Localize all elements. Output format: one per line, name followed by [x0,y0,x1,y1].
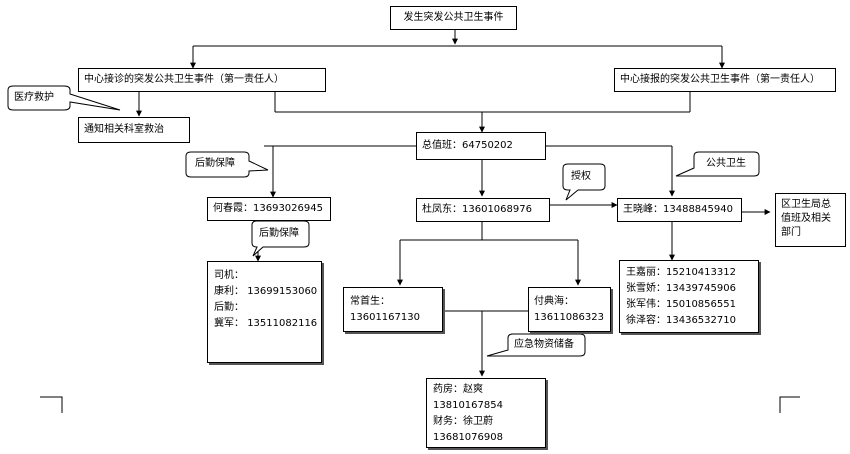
fu-phone: 13611086323 [534,312,604,323]
du-fengdong-box: 杜凤东： 13601068976 [416,198,550,222]
top-event-label: 发生突发公共卫生事件 [403,12,504,23]
pharmacy-line-2: 13810167854 [433,400,503,411]
wang-xiaofeng-box: 王晓峰： 13488845940 [617,198,742,222]
chang-name: 常首生： [350,296,390,307]
logistics-callout-1: 后勤保障 [195,158,235,169]
pharmacy-line-3: 财务：徐卫蔚 [433,416,493,427]
notify-departments-label: 通知相关科室救治 [84,124,164,135]
medical-callout: 医疗救护 [14,92,54,103]
team-member: 徐泽容：13436532710 [626,315,736,326]
top-event-box: 发生突发公共卫生事件 [390,6,517,30]
right-event-box: 中心接报的突发公共卫生事件（第一责任人） [614,68,836,92]
public-health-callout: 公共卫生 [706,158,746,169]
team-member: 王嘉丽：15210413312 [626,267,736,278]
left-event-box: 中心接诊的突发公共卫生事件（第一责任人） [78,68,326,92]
authorize-callout: 授权 [571,171,591,182]
team-member: 张军伟：15010856551 [626,299,736,310]
drivers-line-4: 冀军： 13511082116 [214,318,318,329]
team-member: 张雪娇：13439745906 [626,283,736,294]
wang-phone: 13488845940 [663,204,733,215]
right-event-label: 中心接报的突发公共卫生事件（第一责任人） [620,74,820,85]
chang-phone: 13601167130 [350,312,420,323]
he-name: 何春霞： [213,203,253,214]
fu-dianhai-box: 付典海： 13611086323 [528,287,611,332]
he-chunxia-box: 何春霞： 13693026945 [207,197,331,221]
he-phone: 13693026945 [253,203,323,214]
drivers-logistics-box: 司机： 康利： 13699153060 后勤： 冀军： 13511082116 [207,261,322,363]
district-label: 区卫生局总值班及相关部门 [781,199,831,238]
logistics-callout-2: 后勤保障 [259,228,299,239]
duty-box: 总值班： 64750202 [416,132,546,160]
drivers-line-2: 康利： 13699153060 [214,286,318,297]
wang-name: 王晓峰： [623,204,663,215]
du-name: 杜凤东： [422,204,462,215]
notify-departments-box: 通知相关科室救治 [78,117,190,143]
drivers-line-3: 后勤： [214,302,244,313]
chang-shousheng-box: 常首生： 13601167130 [343,287,443,332]
pharmacy-line-4: 13681076908 [433,432,503,443]
drivers-line-1: 司机： [214,270,244,281]
pharmacy-finance-box: 药房：赵爽 13810167854 财务：徐卫蔚 13681076908 [426,378,546,448]
du-phone: 13601068976 [462,204,532,215]
fu-name: 付典海： [534,296,574,307]
public-health-team-box: 王嘉丽：15210413312 张雪娇：13439745906 张军伟：1501… [619,260,759,333]
duty-label: 总值班： [422,140,462,151]
left-event-label: 中心接诊的突发公共卫生事件（第一责任人） [84,74,284,85]
pharmacy-line-1: 药房：赵爽 [433,384,483,395]
emergency-supply-callout: 应急物资储备 [514,339,574,350]
district-health-bureau-box: 区卫生局总值班及相关部门 [775,193,846,247]
duty-phone: 64750202 [462,140,513,151]
